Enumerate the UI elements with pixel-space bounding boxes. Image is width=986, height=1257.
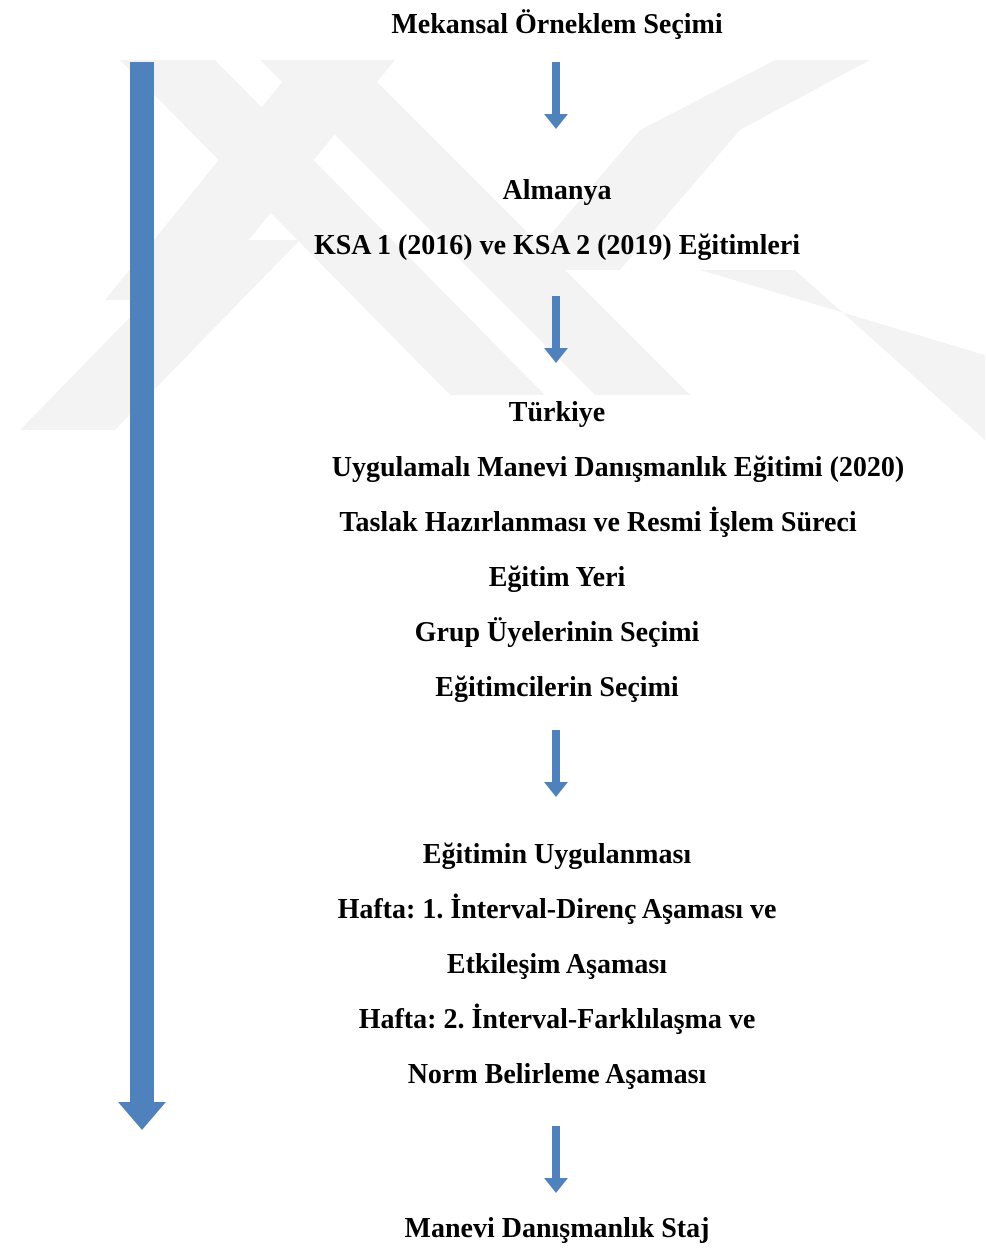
- turkey-draft: Taslak Hazırlanması ve Resmi İşlem Sürec…: [339, 507, 857, 538]
- implementation-week1-line1: Hafta: 1. İnterval-Direnç Aşaması ve: [337, 894, 777, 925]
- implementation-week1-line2: Etkileşim Aşaması: [446, 949, 668, 980]
- turkey-country: Türkiye: [508, 397, 606, 428]
- sampling-title: Mekansal Örneklem Seçimi: [391, 9, 723, 40]
- turkey-training: Uygulamalı Manevi Danışmanlık Eğitimi (2…: [331, 452, 905, 483]
- timeline-long-down-arrow-icon: [118, 62, 166, 1130]
- down-arrow-icon: [544, 62, 568, 129]
- down-arrow-icon: [544, 730, 568, 797]
- down-arrow-icon: [544, 296, 568, 363]
- turkey-trainers: Eğitimcilerin Seçimi: [435, 672, 679, 703]
- germany-trainings: KSA 1 (2016) ve KSA 2 (2019) Eğitimleri: [313, 230, 801, 261]
- internship-title: Manevi Danışmanlık Staj: [404, 1213, 710, 1244]
- down-arrow-icon: [544, 1126, 568, 1193]
- implementation-title: Eğitimin Uygulanması: [422, 839, 692, 870]
- germany-country: Almanya: [502, 175, 612, 206]
- implementation-week2-line2: Norm Belirleme Aşaması: [407, 1059, 707, 1090]
- turkey-members: Grup Üyelerinin Seçimi: [414, 617, 700, 648]
- institutional-logo-watermark: [20, 60, 985, 440]
- implementation-week2-line1: Hafta: 2. İnterval-Farklılaşma ve: [358, 1004, 756, 1035]
- turkey-place: Eğitim Yeri: [488, 562, 626, 593]
